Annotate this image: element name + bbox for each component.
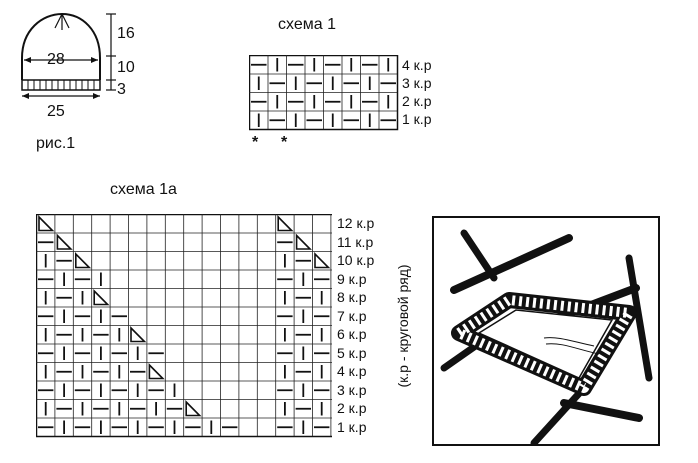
scheme1a-row-label: 6 к.р [337, 326, 367, 342]
knitting-illustration [432, 216, 660, 446]
scheme1a-row-label: 3 к.р [337, 381, 367, 398]
scheme1a-row-label: 7 к.р [337, 307, 367, 324]
side-note-wrap: (к.р - круговой ряд) [392, 215, 414, 437]
figure-caption: рис.1 [36, 135, 76, 152]
needles-picture [440, 229, 653, 444]
scheme1a-row-label: 2 к.р [337, 400, 367, 416]
scheme1-title: схема 1 [278, 16, 336, 33]
scheme1a-decrease-stitch [314, 252, 331, 269]
scheme1a-chart [35, 213, 516, 438]
scheme1a-decrease-stitch [130, 326, 147, 343]
scheme1-row-label: 4 к.р [402, 57, 432, 73]
scheme1-chart [248, 54, 399, 131]
scheme1-row-label: 1 к.р [402, 111, 432, 127]
hat-sketch [21, 12, 116, 99]
scheme1a-decrease-stitch [295, 233, 312, 250]
scheme1a-decrease-stitch [148, 363, 165, 380]
repeat-mark: * [252, 134, 259, 151]
hat-width-top: 28 [47, 51, 65, 68]
scheme1a-row-label: 1 к.р [337, 418, 367, 435]
scheme1a-row-label: 10 к.р [337, 252, 375, 268]
hat-height-top: 16 [117, 25, 135, 42]
scheme1a-decrease-stitch [56, 233, 73, 250]
scheme1a-row-label: 5 к.р [337, 344, 367, 361]
hat-width-bottom: 25 [47, 103, 65, 120]
side-note: (к.р - круговой ряд) [395, 264, 411, 388]
scheme1a-row-label: 4 к.р [337, 363, 367, 379]
hat-height-mid: 10 [117, 59, 135, 76]
scheme1a-title: схема 1а [110, 181, 177, 198]
scheme1a-decrease-stitch [185, 400, 202, 417]
scheme1a-row-label: 8 к.р [337, 289, 367, 305]
scheme1a-decrease-stitch [38, 215, 55, 232]
scheme1a-decrease-stitch [93, 289, 110, 306]
hat-figure: 28 25 16 10 3 рис.1 [0, 0, 180, 160]
scheme1a-row-label: 9 к.р [337, 270, 367, 287]
scheme1a-labels: 12 к.р 11 к.р 10 к.р 9 к.р 8 к.р 7 к.р 6… [337, 216, 397, 438]
scheme1a-row-label: 11 к.р [337, 233, 374, 250]
scheme1-labels: 4 к.р 3 к.р 2 к.р 1 к.р [402, 58, 462, 130]
scheme1-grid [248, 54, 399, 133]
repeat-mark: * [281, 134, 288, 151]
scheme1-row-label: 3 к.р [402, 75, 432, 91]
scheme1-row-label: 2 к.р [402, 93, 432, 109]
scheme1a-grid [35, 213, 516, 438]
hat-height-band: 3 [117, 81, 126, 98]
scheme1a-row-label: 12 к.р [337, 215, 375, 231]
scheme1a-decrease-stitch [277, 215, 294, 232]
scheme1a-decrease-stitch [75, 252, 92, 269]
